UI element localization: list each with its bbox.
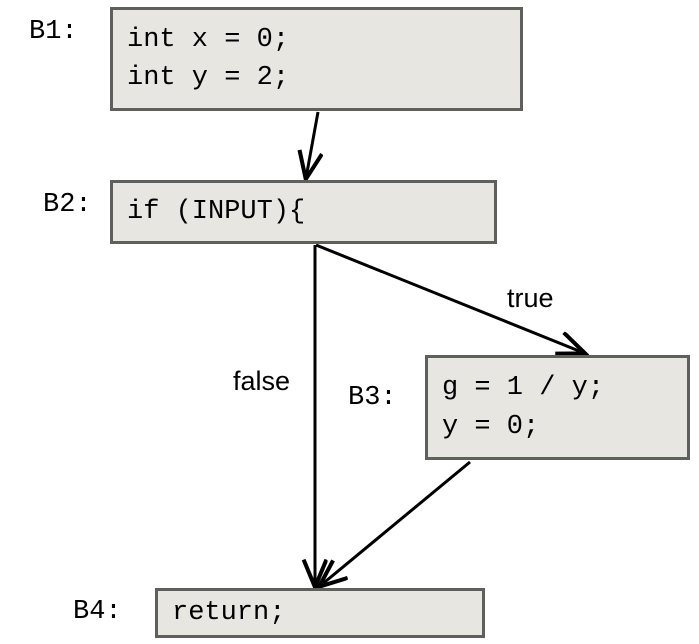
code-line: if (INPUT){ — [127, 196, 306, 227]
edge-label-false: false — [233, 366, 291, 396]
code-line: y = 0; — [442, 411, 540, 442]
code-line: int y = 2; — [127, 63, 290, 93]
block-b1[interactable]: int x = 0; int y = 2; — [110, 7, 523, 111]
block-label-b2: B2: — [43, 190, 92, 220]
code-line: g = 1 / y; — [442, 373, 605, 404]
code-line: return; — [172, 597, 286, 628]
block-b3[interactable]: g = 1 / y; y = 0; — [425, 355, 690, 460]
edge-b1-to-b2 — [306, 111, 318, 178]
block-label-b1: B1: — [29, 17, 78, 47]
code-line: int x = 0; — [127, 24, 290, 55]
block-label-b4: B4: — [73, 597, 122, 627]
block-b2[interactable]: if (INPUT){ — [110, 180, 497, 244]
block-b4[interactable]: return; — [155, 588, 485, 638]
edge-b3-to-b4 — [320, 460, 471, 586]
block-label-b3: B3: — [348, 383, 397, 413]
edge-label-true: true — [507, 283, 554, 313]
